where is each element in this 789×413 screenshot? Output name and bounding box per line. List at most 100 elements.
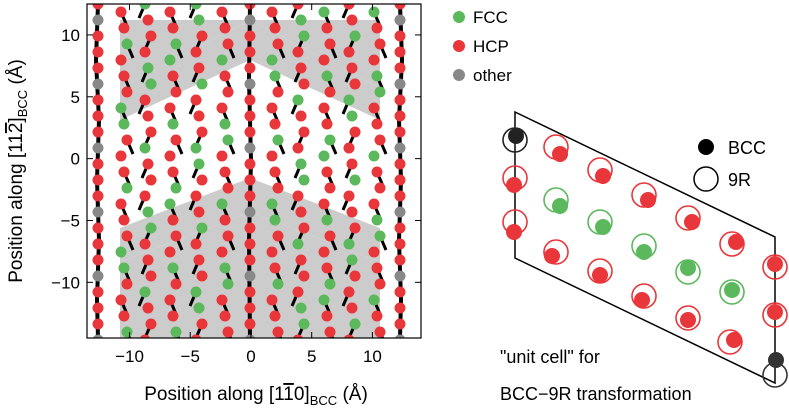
atom	[92, 254, 104, 266]
atom	[142, 158, 154, 170]
atom	[321, 118, 333, 130]
atom	[118, 166, 130, 178]
atom	[193, 14, 205, 26]
atom	[374, 86, 386, 98]
atom	[343, 334, 355, 338]
atom	[318, 294, 330, 306]
unit-cell-legend-label-bcc: BCC	[728, 138, 766, 158]
x-tick-label: −5	[181, 347, 200, 366]
atom	[170, 86, 182, 98]
fcc-marker	[453, 11, 465, 23]
x-tick-label: 10	[363, 347, 382, 366]
x-tick-label: 5	[307, 347, 316, 366]
atom	[92, 190, 104, 202]
atom	[269, 310, 281, 322]
y-tick-label: −10	[51, 273, 80, 292]
atom	[349, 30, 361, 42]
atom	[321, 310, 333, 322]
atom	[167, 118, 179, 130]
atom	[92, 30, 104, 42]
atom	[121, 230, 133, 242]
unit-cell-9r-site	[675, 205, 701, 231]
unit-cell-legend-9r: 9R	[693, 166, 751, 192]
atom	[170, 38, 182, 50]
atom	[343, 238, 355, 250]
atom	[244, 318, 256, 330]
atom	[222, 182, 234, 194]
atom	[394, 174, 406, 186]
atom	[92, 14, 104, 26]
unit-cell-9r-site	[543, 239, 569, 265]
atom	[298, 318, 310, 330]
atom	[190, 94, 202, 106]
atom	[193, 62, 205, 74]
atom	[394, 190, 406, 202]
atom	[266, 102, 278, 114]
atom	[244, 270, 256, 282]
atom	[164, 6, 176, 18]
atom	[346, 254, 358, 266]
atom	[118, 310, 130, 322]
atom	[266, 54, 278, 66]
atom	[269, 166, 281, 178]
y-tick-label: 10	[61, 26, 80, 45]
atom	[272, 134, 284, 146]
atom	[92, 78, 104, 90]
atom	[190, 142, 202, 154]
atom	[164, 54, 176, 66]
unit-cell-panel: BCC 9R "unit cell" for BCC−9R transforma…	[500, 110, 788, 404]
atom	[145, 126, 157, 138]
atom	[324, 230, 336, 242]
atom	[216, 198, 228, 210]
atom	[216, 6, 228, 18]
atom	[368, 198, 380, 210]
x-tick-label: −10	[115, 347, 144, 366]
atom	[266, 246, 278, 258]
atom	[324, 134, 336, 146]
atom	[167, 22, 179, 34]
atom	[118, 70, 130, 82]
atom	[167, 214, 179, 226]
atom	[164, 102, 176, 114]
atom	[394, 78, 406, 90]
atom	[170, 326, 182, 338]
atom	[196, 30, 208, 42]
atom	[139, 4, 151, 10]
atom	[170, 278, 182, 290]
atom	[142, 14, 154, 26]
atom	[298, 222, 310, 234]
unit-cell-bcc-site	[544, 248, 560, 264]
legend-label-hcp: HCP	[473, 37, 509, 56]
atom	[139, 46, 151, 58]
atom	[244, 126, 256, 138]
atom	[121, 278, 133, 290]
atom	[371, 166, 383, 178]
atom	[321, 262, 333, 274]
atom	[216, 54, 228, 66]
atom	[324, 38, 336, 50]
atom	[272, 326, 284, 338]
y-tick-label: 5	[71, 88, 80, 107]
atom	[196, 174, 208, 186]
legend-item-other: other	[453, 66, 512, 85]
atom	[244, 78, 256, 90]
unit-cell-bcc-site	[640, 192, 656, 208]
atom	[244, 142, 256, 154]
atom	[190, 238, 202, 250]
unit-cell-bcc-site	[552, 146, 568, 162]
atom	[193, 206, 205, 218]
atom	[118, 118, 130, 130]
atom	[190, 286, 202, 298]
atom	[142, 254, 154, 266]
atom	[292, 190, 304, 202]
atom	[167, 166, 179, 178]
atom	[346, 206, 358, 218]
legend-item-hcp: HCP	[453, 37, 509, 56]
atom	[343, 4, 355, 10]
atom	[121, 326, 133, 338]
atom	[244, 30, 256, 42]
atom	[222, 38, 234, 50]
atom	[92, 62, 104, 74]
